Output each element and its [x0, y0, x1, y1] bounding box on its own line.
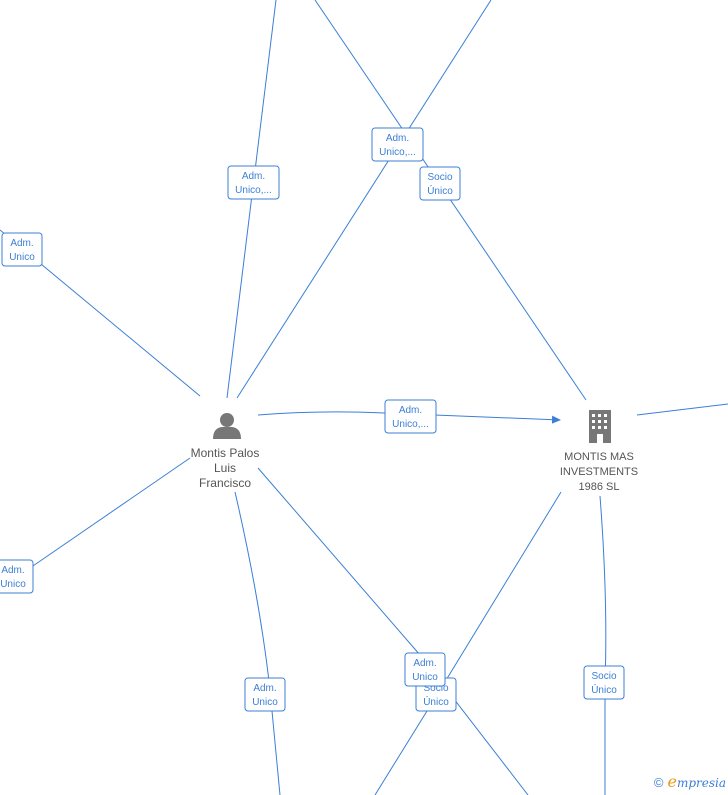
- edge-company-right[interactable]: [636, 403, 728, 416]
- svg-text:Adm.: Adm.: [253, 683, 276, 694]
- brand-logo: ©empresia: [654, 772, 726, 791]
- svg-text:Socio: Socio: [427, 172, 452, 183]
- person-icon: [213, 413, 241, 439]
- svg-text:Único: Único: [423, 695, 449, 708]
- edge-label-adm-unico-person-company[interactable]: Adm. Unico,...: [384, 399, 437, 434]
- edge-label-socio-unico-bottom-right[interactable]: Socio Único: [583, 665, 625, 700]
- svg-text:Único: Único: [427, 184, 453, 197]
- edge-person-top-right[interactable]: [236, 0, 492, 399]
- svg-text:Socio: Socio: [423, 683, 448, 694]
- edge-person-bottom-right[interactable]: [257, 467, 529, 795]
- company-node[interactable]: MONTIS MAS INVESTMENTS 1986 SL: [560, 410, 638, 493]
- building-icon: [589, 410, 611, 443]
- svg-text:Unico: Unico: [412, 672, 438, 683]
- company-name-line-2: INVESTMENTS: [560, 466, 638, 478]
- edge-label-socio-unico-top[interactable]: Socio Único: [419, 166, 461, 201]
- svg-text:Adm.: Adm.: [242, 171, 265, 182]
- svg-text:Socio: Socio: [591, 671, 616, 682]
- person-name-line-1: Montis Palos: [191, 446, 260, 460]
- edge-label-adm-unico-bottom-mid[interactable]: Adm. Unico: [404, 652, 446, 687]
- person-name-line-3: Francisco: [199, 476, 251, 490]
- brand-logo-text: mpresia: [676, 776, 726, 790]
- svg-text:Adm.: Adm.: [10, 238, 33, 249]
- edge-label-adm-unico-bottom-left[interactable]: Adm. Unico: [244, 677, 286, 712]
- svg-text:Unico,...: Unico,...: [392, 419, 429, 430]
- svg-text:Unico: Unico: [9, 252, 35, 263]
- edge-label-adm-unico-top-left[interactable]: Adm. Unico,...: [227, 165, 280, 200]
- svg-text:Unico: Unico: [252, 697, 278, 708]
- person-node[interactable]: Montis Palos Luis Francisco: [191, 413, 260, 490]
- edge-person-bottom[interactable]: [234, 491, 281, 795]
- svg-text:Adm.: Adm.: [399, 405, 422, 416]
- edge-company-bottom[interactable]: [599, 495, 607, 795]
- edge-person-company[interactable]: [257, 411, 561, 424]
- copyright-icon: ©: [653, 775, 664, 790]
- svg-text:Adm.: Adm.: [413, 658, 436, 669]
- svg-text:Unico,...: Unico,...: [235, 185, 272, 196]
- company-name-line-3: 1986 SL: [579, 481, 620, 493]
- svg-text:Adm.: Adm.: [1, 565, 24, 576]
- person-name-line-2: Luis: [214, 461, 236, 475]
- svg-text:Unico,...: Unico,...: [379, 147, 416, 158]
- brand-logo-e: e: [667, 772, 677, 791]
- svg-text:Unico: Unico: [0, 579, 26, 590]
- svg-text:Adm.: Adm.: [386, 133, 409, 144]
- edge-person-left-lower[interactable]: [29, 457, 191, 569]
- edge-label-adm-unico-top-mid[interactable]: Adm. Unico,...: [371, 127, 424, 162]
- company-name-line-1: MONTIS MAS: [564, 451, 634, 463]
- svg-text:Único: Único: [591, 683, 617, 696]
- edge-company-bottom-left[interactable]: [374, 491, 562, 795]
- edge-label-adm-unico-left-lower[interactable]: Adm. Unico: [0, 559, 34, 594]
- edge-label-adm-unico-left-upper[interactable]: Adm. Unico: [1, 232, 43, 267]
